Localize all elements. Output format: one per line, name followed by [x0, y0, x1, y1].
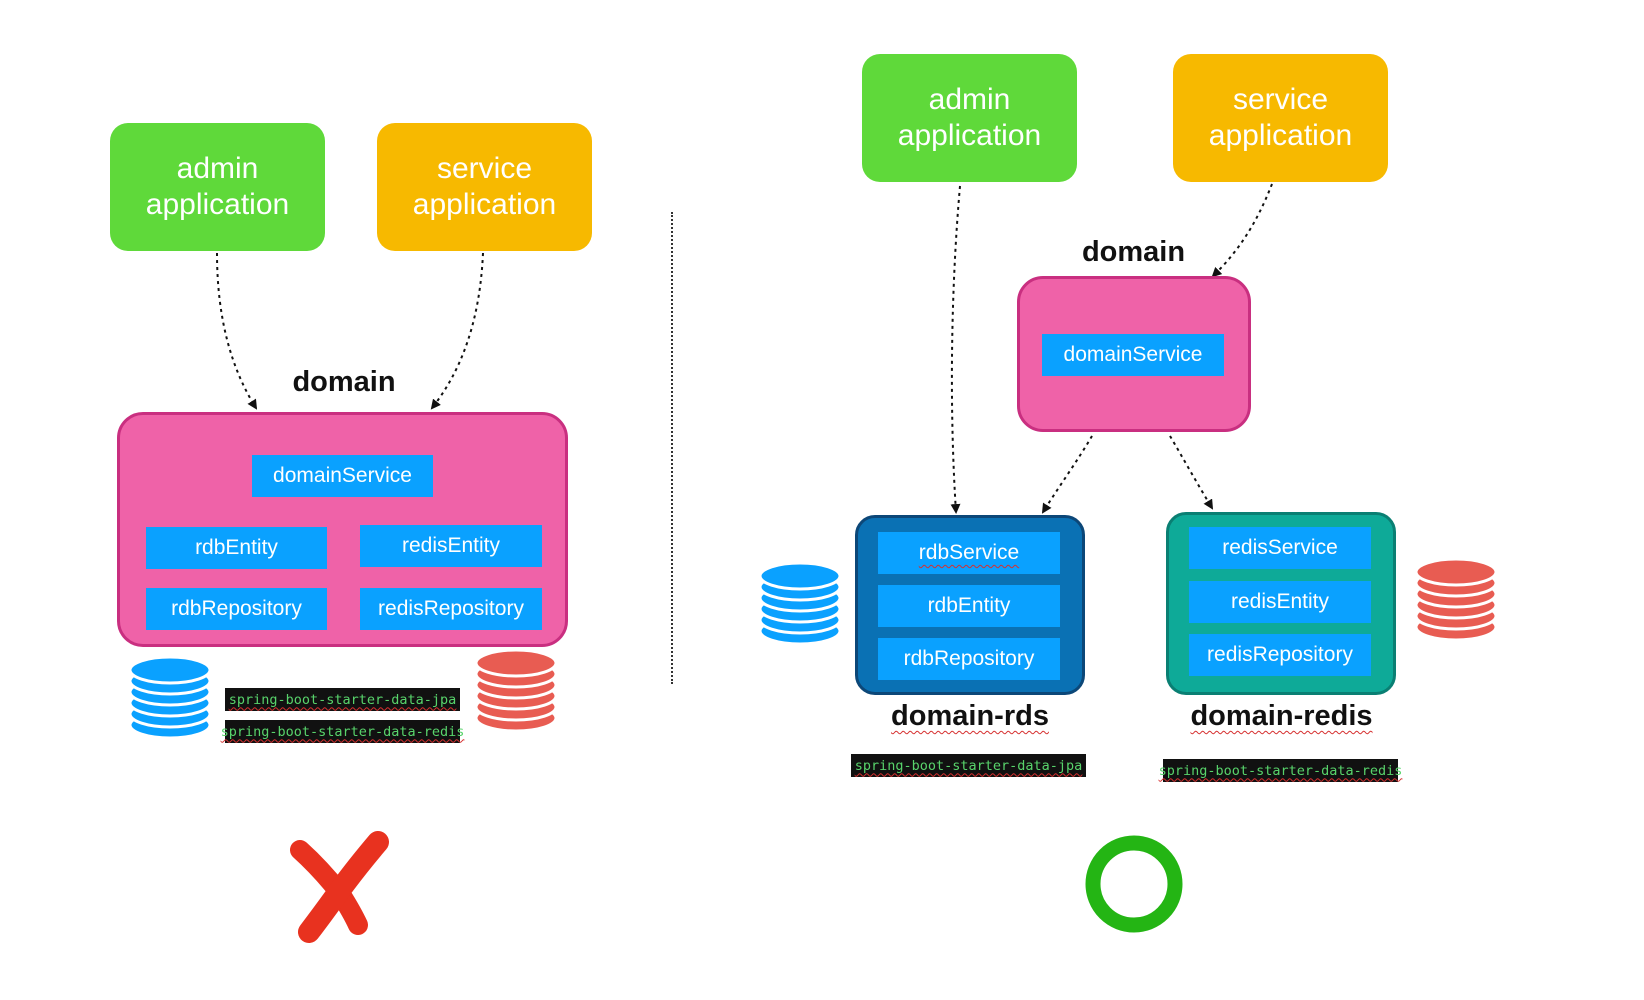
left-rdb-repository: rdbRepository	[146, 588, 327, 630]
arrow-right-admin-to-rds	[950, 185, 961, 514]
left-admin-application-box: admin application	[110, 123, 325, 251]
domain-redis-title: domain-redis	[1180, 700, 1383, 733]
right-dependency-redis: spring-boot-starter-data-redis	[1159, 759, 1402, 782]
green-circle-icon	[1085, 835, 1183, 933]
right-redis-repository: redisRepository	[1189, 634, 1371, 676]
right-dependency-redis-label: spring-boot-starter-data-redis	[1158, 762, 1403, 779]
arrow-right-service-to-domain	[1211, 183, 1273, 278]
right-redis-database-icon	[1414, 557, 1498, 642]
right-domain-service: domainService	[1042, 334, 1224, 376]
right-rdb-repository: rdbRepository	[878, 638, 1060, 680]
left-dependency-jpa: spring-boot-starter-data-jpa	[225, 688, 460, 711]
left-rdb-database-icon	[128, 655, 212, 740]
section-divider	[671, 212, 673, 684]
right-rdb-database-icon	[758, 561, 842, 646]
domain-rds-title: domain-rds	[872, 700, 1068, 733]
left-service-application-box: service application	[377, 123, 592, 251]
arrow-domain-to-rds	[1041, 435, 1093, 514]
arrow-left-service-to-domain	[430, 252, 484, 410]
right-rdb-entity: rdbEntity	[878, 585, 1060, 627]
left-dependency-jpa-label: spring-boot-starter-data-jpa	[228, 691, 457, 708]
right-rdb-service: rdbService	[878, 532, 1060, 574]
right-domain-title: domain	[1081, 236, 1186, 268]
left-admin-application-label: admin application	[145, 152, 290, 221]
right-service-application-box: service application	[1173, 54, 1388, 182]
left-redis-repository: redisRepository	[360, 588, 542, 630]
left-domain-service: domainService	[252, 455, 433, 497]
right-redis-entity: redisEntity	[1189, 581, 1371, 623]
red-x-icon	[290, 831, 389, 943]
left-dependency-redis: spring-boot-starter-data-redis	[221, 720, 464, 743]
arrow-domain-to-redis	[1169, 435, 1214, 510]
left-domain-title: domain	[292, 366, 396, 398]
left-redis-entity: redisEntity	[360, 525, 542, 567]
arrow-left-admin-to-domain	[216, 252, 258, 410]
left-redis-database-icon	[474, 648, 558, 733]
right-dependency-jpa: spring-boot-starter-data-jpa	[851, 754, 1086, 777]
right-service-application-label: service application	[1208, 83, 1353, 152]
right-admin-application-label: admin application	[897, 83, 1042, 152]
right-rdb-service-label: rdbService	[918, 541, 1020, 564]
left-service-application-label: service application	[412, 152, 557, 221]
left-rdb-entity: rdbEntity	[146, 527, 327, 569]
right-admin-application-box: admin application	[862, 54, 1077, 182]
left-dependency-redis-label: spring-boot-starter-data-redis	[220, 723, 465, 740]
domain-rds-title-label: domain-rds	[891, 700, 1049, 732]
domain-redis-title-label: domain-redis	[1190, 700, 1373, 732]
right-redis-service: redisService	[1189, 527, 1371, 569]
right-dependency-jpa-label: spring-boot-starter-data-jpa	[854, 757, 1083, 774]
